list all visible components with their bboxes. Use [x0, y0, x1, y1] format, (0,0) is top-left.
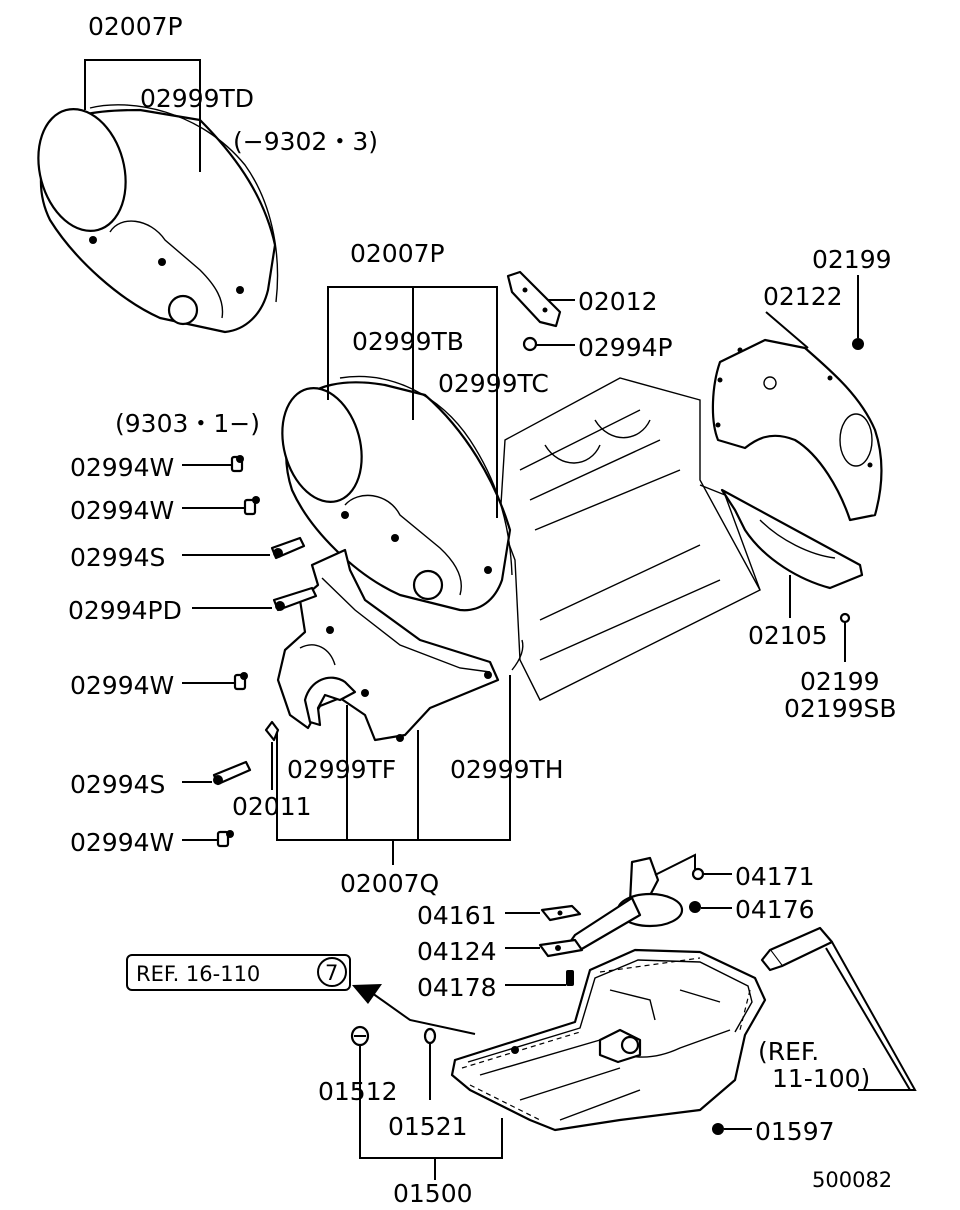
- bolt-02994s-2: [182, 760, 252, 786]
- clip-02011: [264, 720, 280, 790]
- bolt-01597: [712, 1123, 752, 1135]
- label-bracket: 02012: [578, 287, 658, 316]
- label-bolt-176: 04176: [735, 895, 815, 924]
- label-bolt-w2: 02994W: [70, 496, 174, 525]
- label-ref-circle: 7: [325, 961, 338, 985]
- label-date-range-new: (9303・1−): [115, 409, 260, 438]
- label-ref-sealant-2: 11-100): [772, 1064, 870, 1093]
- label-cover-mid: 02007P: [350, 239, 445, 268]
- bolt-02994w-2: [182, 496, 260, 516]
- oring-04171: [691, 867, 732, 881]
- rear-plate-02122: [711, 338, 883, 522]
- leader-oil-pan: [359, 1040, 503, 1180]
- label-bolt-2199-low: 02199: [800, 667, 880, 696]
- bolt-02994w-3: [182, 672, 248, 691]
- label-bolt-s2: 02994S: [70, 770, 165, 799]
- ref-box: [126, 954, 351, 991]
- label-oil-pan: 01500: [393, 1179, 473, 1208]
- label-bolt-p: 02994P: [578, 333, 673, 362]
- lower-plate-02105: [720, 488, 864, 590]
- label-plate: 02122: [763, 282, 843, 311]
- arrow-ref-16-110: [352, 984, 476, 1035]
- label-bolt-597: 01597: [755, 1117, 835, 1146]
- bolt-02994s-1: [182, 536, 306, 560]
- upper-timing-cover-old: [37, 104, 279, 334]
- label-seal-tc: 02999TC: [438, 369, 549, 398]
- label-gasket: 04161: [417, 901, 497, 930]
- sealant-tube: [760, 926, 917, 1091]
- label-ref-sealant-1: (REF.: [758, 1037, 819, 1066]
- flange-04124: [505, 938, 584, 958]
- leader-cover-mid: [327, 286, 498, 518]
- oil-pan: [450, 948, 767, 1132]
- upper-timing-cover: [281, 375, 513, 612]
- leader-cover-lower: [276, 675, 511, 865]
- plug-01512: [350, 1025, 370, 1047]
- label-clip: 02011: [232, 792, 312, 821]
- label-seal-tf: 02999TF: [287, 755, 396, 784]
- label-bolt-178: 04178: [417, 973, 497, 1002]
- label-bolt-w1: 02994W: [70, 453, 174, 482]
- label-bolt-w4: 02994W: [70, 828, 174, 857]
- bolt-02199-low: [839, 612, 851, 662]
- label-plug: 01512: [318, 1077, 398, 1106]
- label-bolt-2199-top: 02199: [812, 245, 892, 274]
- label-seal-tb: 02999TB: [352, 327, 464, 356]
- label-plug-gasket: 01521: [388, 1112, 468, 1141]
- bolt-02994w-1: [182, 455, 244, 473]
- bracket-02012: [506, 270, 562, 328]
- bolt-02994pd: [192, 586, 318, 612]
- label-bolt-2199sb: 02199SB: [784, 694, 897, 723]
- bolt-04176: [689, 901, 732, 913]
- leader-cover-top: [84, 59, 201, 172]
- label-seal-td: 02999TD: [140, 84, 254, 113]
- lower-timing-cover: [276, 548, 524, 742]
- label-bolt-w3: 02994W: [70, 671, 174, 700]
- label-cover-top: 02007P: [88, 12, 183, 41]
- label-ref-box: REF. 16-110: [136, 962, 260, 986]
- label-seal-th: 02999TH: [450, 755, 564, 784]
- label-cover-lower: 02007Q: [340, 869, 439, 898]
- label-plate-lower: 02105: [748, 621, 828, 650]
- oil-strainer: [566, 853, 696, 952]
- figure-number: 500082: [812, 1168, 892, 1192]
- label-strainer: 04124: [417, 937, 497, 966]
- label-oring: 04171: [735, 862, 815, 891]
- bolt-02994w-4: [182, 830, 234, 848]
- label-bolt-pd: 02994PD: [68, 596, 182, 625]
- gasket-04161: [505, 904, 582, 922]
- bolt-02199-top: [852, 275, 864, 350]
- label-date-range-old: (−9302・3): [233, 127, 378, 156]
- label-bolt-s1: 02994S: [70, 543, 165, 572]
- bolt-04178: [505, 970, 574, 986]
- bolt-02994p: [522, 336, 575, 352]
- plug-gasket-01521: [423, 1027, 437, 1045]
